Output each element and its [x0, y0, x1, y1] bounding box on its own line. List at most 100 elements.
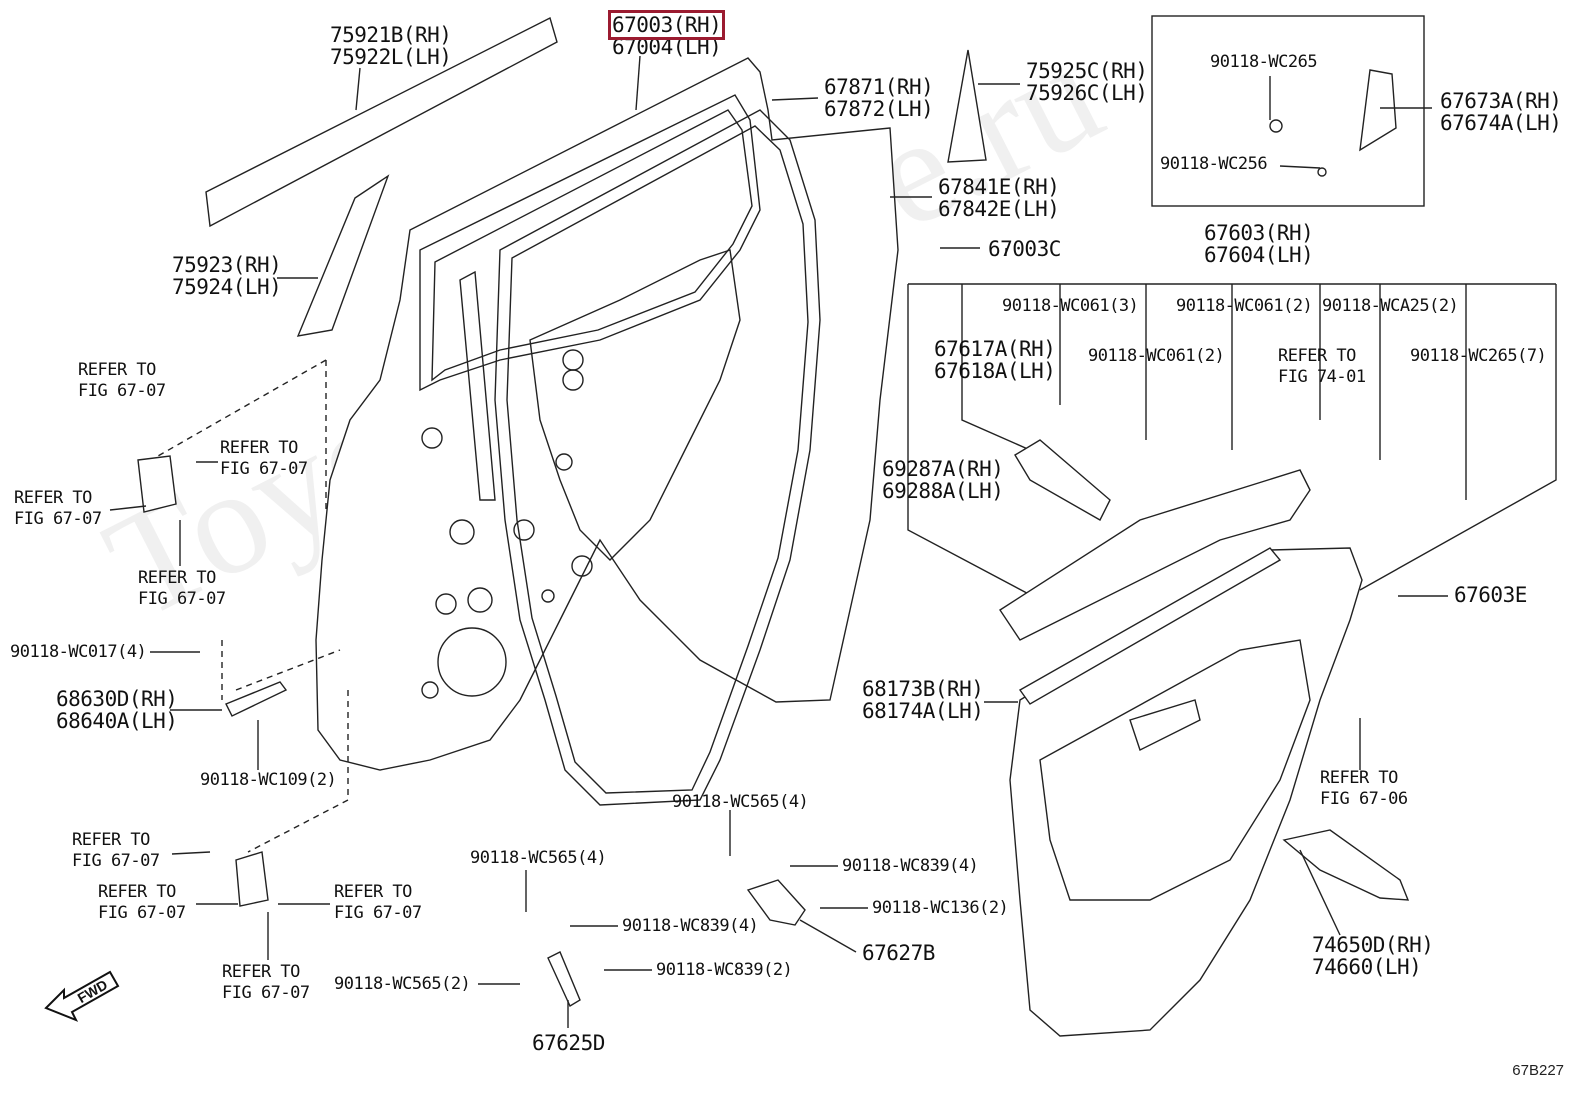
fwd-arrow-icon: FWD	[44, 970, 120, 1022]
inset-box	[1151, 15, 1425, 207]
label-armrest: 69287A(RH) 69288A(LH)	[882, 457, 1004, 503]
label-service-cover-lh[interactable]: 67842E(LH)	[938, 197, 1060, 221]
label-belt-moulding-lh[interactable]: 75922L(LH)	[330, 45, 452, 69]
label-refer-b-1[interactable]: REFER TO	[220, 438, 298, 458]
label-refer-g-2[interactable]: FIG 67-07	[334, 903, 422, 923]
label-refer-74-01: REFER TO FIG 74-01	[1278, 346, 1366, 388]
window-frame-shape	[419, 94, 761, 392]
label-refer-f-1[interactable]: REFER TO	[98, 882, 176, 902]
weatherstrip-shape	[494, 109, 821, 806]
label-pull-handle: 67673A(RH) 67674A(LH)	[1440, 89, 1562, 135]
belt-moulding-shape	[205, 16, 558, 228]
label-window-sticker: 75923(RH) 75924(LH)	[172, 253, 282, 299]
label-trim-assy-lh[interactable]: 67604(LH)	[1204, 243, 1314, 267]
label-screw-wc265-top[interactable]: 90118-WC265	[1210, 52, 1318, 72]
label-weatherstrip-rh[interactable]: 67871(RH)	[824, 75, 934, 99]
label-check-assy-rh[interactable]: 68630D(RH)	[56, 687, 178, 711]
label-weatherstrip: 67871(RH) 67872(LH)	[824, 75, 934, 121]
label-lower-cover-lh[interactable]: 74660(LH)	[1312, 955, 1422, 979]
label-inner-weatherstrip: 68173B(RH) 68174A(LH)	[862, 677, 984, 723]
label-refer-b-2[interactable]: FIG 67-07	[220, 459, 308, 479]
inner-weatherstrip-shape	[1018, 547, 1282, 705]
label-screw-wc109[interactable]: 90118-WC109(2)	[200, 770, 337, 790]
label-belt-moulding-rh[interactable]: 75921B(RH)	[330, 23, 452, 47]
label-part-67625d[interactable]: 67625D	[532, 1031, 605, 1055]
label-refer-a-1[interactable]: REFER TO	[78, 360, 156, 380]
label-bracket-lh[interactable]: 67618A(LH)	[934, 359, 1056, 383]
label-refer-67-06-a[interactable]: REFER TO	[1320, 768, 1398, 788]
label-service-cover-rh[interactable]: 67841E(RH)	[938, 175, 1060, 199]
label-screw-wc265-7[interactable]: 90118-WC265(7)	[1410, 346, 1547, 366]
label-window-sticker-rh[interactable]: 75923(RH)	[172, 253, 282, 277]
label-refer-c-2[interactable]: FIG 67-07	[14, 509, 102, 529]
label-door-panel-rh[interactable]: 67003(RH)	[607, 10, 726, 40]
label-screw-wc061-2a[interactable]: 90118-WC061(2)	[1176, 296, 1313, 316]
label-clip-67603e[interactable]: 67603E	[1454, 583, 1527, 607]
label-screw-wc839-4b[interactable]: 90118-WC839(4)	[622, 916, 759, 936]
label-screw-wc839-4a[interactable]: 90118-WC839(4)	[842, 856, 979, 876]
bracket-67625d-shape	[547, 951, 581, 1008]
label-screw-wc061-3[interactable]: 90118-WC061(3)	[1002, 296, 1139, 316]
label-refer-67-06: REFER TO FIG 67-06	[1320, 768, 1408, 810]
label-garnish-rh[interactable]: 75925C(RH)	[1026, 59, 1148, 83]
label-screw-wc136[interactable]: 90118-WC136(2)	[872, 898, 1009, 918]
label-inner-weatherstrip-rh[interactable]: 68173B(RH)	[862, 677, 984, 701]
label-refer-d-2[interactable]: FIG 67-07	[138, 589, 226, 609]
lower-cover-shape	[1282, 829, 1410, 901]
label-screw-wc017[interactable]: 90118-WC017(4)	[10, 642, 147, 662]
label-door-panel: 67003(RH) 67004(LH)	[607, 10, 726, 59]
check-assy-shape	[225, 681, 288, 717]
label-check-assy: 68630D(RH) 68640A(LH)	[56, 687, 178, 733]
label-refer-e-2[interactable]: FIG 67-07	[72, 851, 160, 871]
label-plug[interactable]: 67003C	[988, 237, 1061, 261]
label-window-sticker-lh[interactable]: 75924(LH)	[172, 275, 282, 299]
armrest-bracket-shape	[1014, 439, 1111, 521]
label-trim-assy-rh[interactable]: 67603(RH)	[1204, 221, 1314, 245]
label-refer-h: REFER TO FIG 67-07	[222, 962, 310, 1004]
label-bracket-rh[interactable]: 67617A(RH)	[934, 337, 1056, 361]
label-lower-cover-rh[interactable]: 74650D(RH)	[1312, 933, 1434, 957]
label-inner-weatherstrip-lh[interactable]: 68174A(LH)	[862, 699, 984, 723]
label-weatherstrip-lh[interactable]: 67872(LH)	[824, 97, 934, 121]
label-refer-d-1[interactable]: REFER TO	[138, 568, 216, 588]
label-garnish: 75925C(RH) 75926C(LH)	[1026, 59, 1148, 105]
lower-hinge-shape	[235, 851, 269, 907]
door-trim-shape	[999, 469, 1311, 641]
label-garnish-lh[interactable]: 75926C(LH)	[1026, 81, 1148, 105]
label-armrest-rh[interactable]: 69287A(RH)	[882, 457, 1004, 481]
label-refer-h-2[interactable]: FIG 67-07	[222, 983, 310, 1003]
window-sticker-shape	[296, 174, 390, 337]
label-refer-74-01-a[interactable]: REFER TO	[1278, 346, 1356, 366]
label-trim-assy: 67603(RH) 67604(LH)	[1204, 221, 1314, 267]
label-refer-e-1[interactable]: REFER TO	[72, 830, 150, 850]
label-refer-g-1[interactable]: REFER TO	[334, 882, 412, 902]
label-part-67627b[interactable]: 67627B	[862, 941, 935, 965]
label-refer-g: REFER TO FIG 67-07	[334, 882, 422, 924]
label-door-panel-lh[interactable]: 67004(LH)	[612, 35, 722, 59]
label-armrest-lh[interactable]: 69288A(LH)	[882, 479, 1004, 503]
garnish-shape	[947, 49, 987, 163]
label-refer-c-1[interactable]: REFER TO	[14, 488, 92, 508]
label-screw-wc256[interactable]: 90118-WC256	[1160, 154, 1268, 174]
label-refer-c: REFER TO FIG 67-07	[14, 488, 102, 530]
label-screw-wc565-4a[interactable]: 90118-WC565(4)	[672, 792, 809, 812]
label-pull-handle-rh[interactable]: 67673A(RH)	[1440, 89, 1562, 113]
label-refer-a-2[interactable]: FIG 67-07	[78, 381, 166, 401]
label-screw-wc565-4b[interactable]: 90118-WC565(4)	[470, 848, 607, 868]
label-screw-wca25[interactable]: 90118-WCA25(2)	[1322, 296, 1459, 316]
label-pull-handle-lh[interactable]: 67674A(LH)	[1440, 111, 1562, 135]
label-screw-wc839-2[interactable]: 90118-WC839(2)	[656, 960, 793, 980]
label-service-cover: 67841E(RH) 67842E(LH)	[938, 175, 1060, 221]
service-cover-shape	[529, 249, 741, 561]
label-refer-d: REFER TO FIG 67-07	[138, 568, 226, 610]
label-refer-74-01-b[interactable]: FIG 74-01	[1278, 367, 1366, 387]
label-screw-wc565-2[interactable]: 90118-WC565(2)	[334, 974, 471, 994]
label-refer-h-1[interactable]: REFER TO	[222, 962, 300, 982]
label-refer-f: REFER TO FIG 67-07	[98, 882, 186, 924]
bracket-67627b-shape	[746, 879, 806, 926]
label-check-assy-lh[interactable]: 68640A(LH)	[56, 709, 178, 733]
label-screw-wc061-2b[interactable]: 90118-WC061(2)	[1088, 346, 1225, 366]
label-refer-f-2[interactable]: FIG 67-07	[98, 903, 186, 923]
label-refer-67-06-b[interactable]: FIG 67-06	[1320, 789, 1408, 809]
